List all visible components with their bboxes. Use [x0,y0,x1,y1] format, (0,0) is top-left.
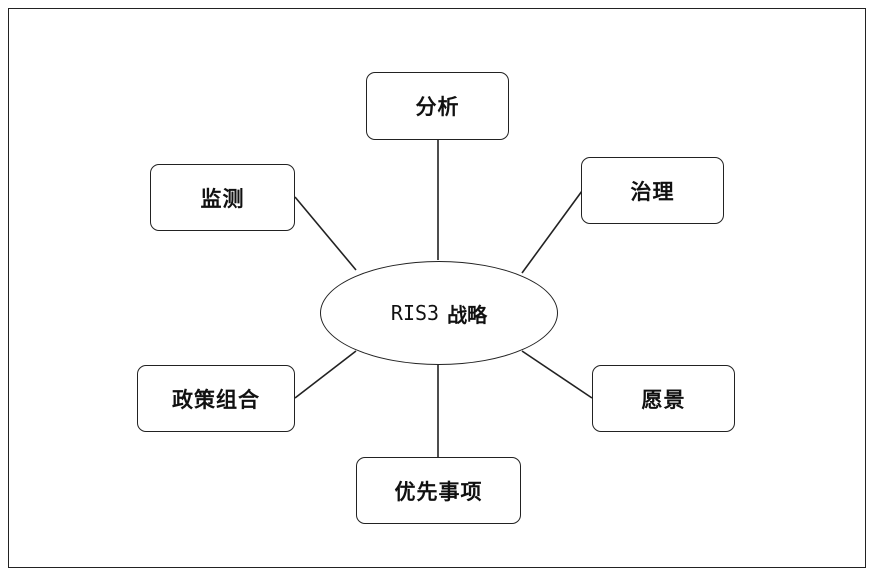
link-vision [521,350,593,399]
node-vision: 愿景 [592,365,735,432]
center-prefix: RIS3 [390,301,440,325]
link-monitoring [294,196,357,271]
center-label: 战略 [447,302,488,327]
node-priorities: 优先事项 [356,457,521,524]
link-governance [521,190,583,274]
node-analysis: 分析 [366,72,509,140]
node-monitoring: 监测 [150,164,295,231]
center-node-ris3-strategy: RIS3 战略 [320,261,558,365]
node-policy-mix: 政策组合 [137,365,295,432]
link-policy-mix [294,350,357,399]
node-governance: 治理 [581,157,724,224]
